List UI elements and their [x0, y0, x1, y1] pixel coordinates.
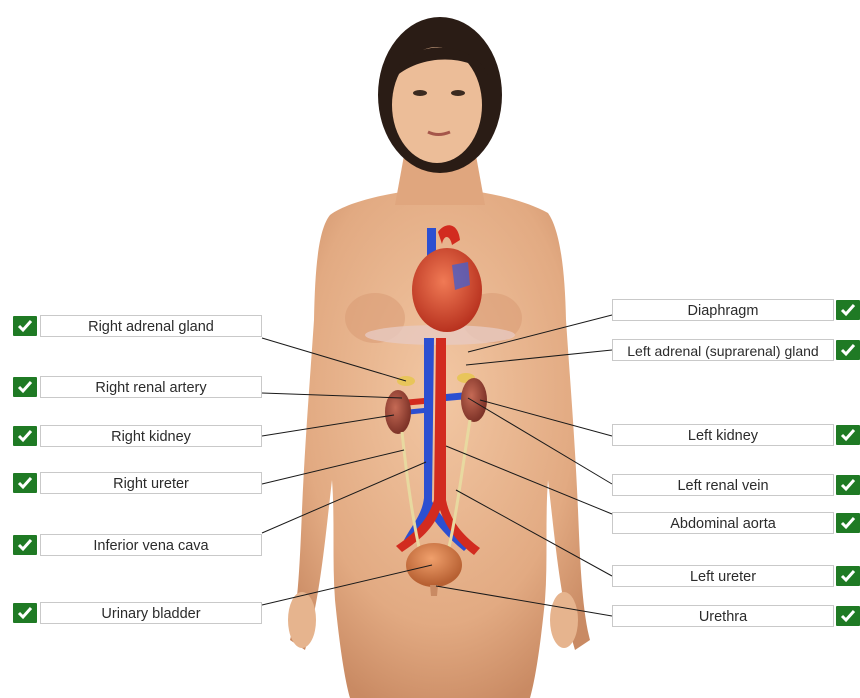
check-icon	[13, 535, 37, 555]
check-icon	[13, 316, 37, 336]
label-right-ureter[interactable]: Right ureter	[40, 472, 262, 494]
check-icon	[836, 425, 860, 445]
head	[378, 17, 502, 173]
check-icon	[836, 340, 860, 360]
label-left-ureter[interactable]: Left ureter	[612, 565, 834, 587]
check-icon	[836, 566, 860, 586]
check-icon	[13, 377, 37, 397]
check-icon	[13, 603, 37, 623]
check-icon	[836, 475, 860, 495]
label-left-renal-vein[interactable]: Left renal vein	[612, 474, 834, 496]
check-icon	[836, 606, 860, 626]
label-inferior-vena-cava[interactable]: Inferior vena cava	[40, 534, 262, 556]
check-icon	[836, 513, 860, 533]
label-urinary-bladder[interactable]: Urinary bladder	[40, 602, 262, 624]
label-left-kidney[interactable]: Left kidney	[612, 424, 834, 446]
label-urethra[interactable]: Urethra	[612, 605, 834, 627]
label-right-renal-artery[interactable]: Right renal artery	[40, 376, 262, 398]
label-diaphragm[interactable]: Diaphragm	[612, 299, 834, 321]
check-icon	[836, 300, 860, 320]
check-icon	[13, 426, 37, 446]
label-abdominal-aorta[interactable]: Abdominal aorta	[612, 512, 834, 534]
label-right-kidney[interactable]: Right kidney	[40, 425, 262, 447]
label-right-adrenal-gland[interactable]: Right adrenal gland	[40, 315, 262, 337]
label-left-adrenal-gland[interactable]: Left adrenal (suprarenal) gland	[612, 339, 834, 361]
check-icon	[13, 473, 37, 493]
